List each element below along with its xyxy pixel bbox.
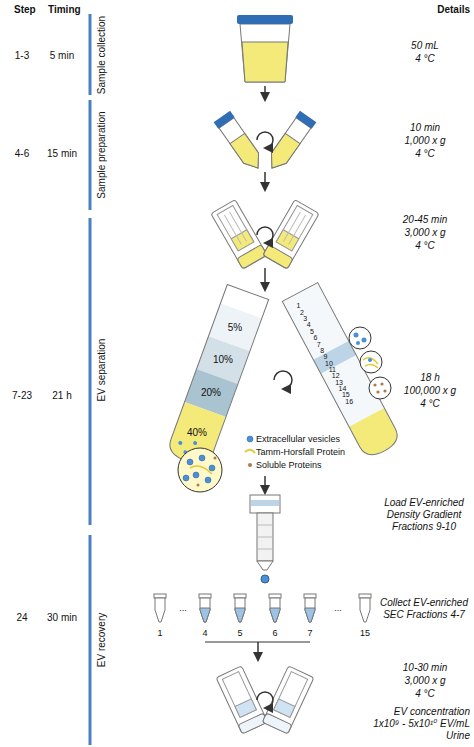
fraction-number: 6 — [313, 332, 317, 344]
detail-text: 4 °C — [415, 688, 435, 700]
detail-text: 1,000 x g — [404, 135, 445, 147]
gradient-label: 10% — [213, 354, 233, 366]
tube-number: 15 — [360, 627, 370, 639]
step-number: 1-3 — [15, 50, 29, 62]
concentration-value: 1x10⁹ - 5x10¹⁰ EV/mL Urine — [360, 718, 470, 742]
ellipsis: ... — [334, 602, 342, 614]
fraction-number: 4 — [307, 319, 311, 331]
phase-label: Sample preparation — [96, 111, 108, 198]
detail-text: 10 min — [410, 122, 440, 134]
detail-text: 50 mL — [411, 40, 439, 52]
step-number: 4-6 — [15, 148, 29, 160]
gradient-label: 40% — [187, 427, 207, 439]
legend-text: Soluble Proteins — [256, 459, 322, 471]
detail-text: 4 °C — [415, 53, 435, 65]
detail-text: 20-45 min — [403, 214, 447, 226]
fraction-number: 2 — [300, 307, 304, 319]
step-number: 7-23 — [12, 390, 32, 402]
timing-label: 30 min — [47, 612, 77, 624]
detail-text: 3,000 x g — [404, 227, 445, 239]
column-header: Step — [14, 4, 36, 16]
phase-label: Sample collection — [96, 16, 108, 94]
detail-text: 10-30 min — [403, 662, 447, 674]
timing-label: 21 h — [52, 390, 71, 402]
detail-text: 4 °C — [420, 398, 440, 410]
fraction-number: 1 — [297, 300, 301, 312]
fraction-number: 3 — [303, 313, 307, 325]
detail-text: Collect EV-enriched SEC Fractions 4-7 — [376, 597, 472, 621]
detail-text: 100,000 x g — [404, 385, 456, 397]
fraction-number: 16 — [345, 396, 353, 408]
tube-number: 4 — [202, 627, 207, 639]
detail-text: 3,000 x g — [404, 675, 445, 687]
fraction-number: 7 — [317, 339, 321, 351]
gradient-label: 20% — [201, 387, 221, 399]
tube-number: 6 — [272, 627, 277, 639]
legend-text: Extracellular vesicles — [256, 433, 340, 445]
detail-text: 18 h — [420, 372, 439, 384]
phase-label: EV recovery — [96, 613, 108, 667]
detail-text: Load EV-enriched Density Gradient Fracti… — [376, 497, 472, 533]
tube-number: 1 — [157, 627, 162, 639]
gradient-label: 5% — [228, 322, 242, 334]
tube-number: 7 — [307, 627, 312, 639]
fraction-number: 5 — [310, 326, 314, 338]
detail-text: 4 °C — [415, 240, 435, 252]
detail-text: 4 °C — [415, 148, 435, 160]
timing-label: 5 min — [50, 50, 74, 62]
column-header: Details — [437, 4, 470, 16]
timing-label: 15 min — [47, 148, 77, 160]
column-header: Timing — [48, 4, 81, 16]
tube-number: 5 — [237, 627, 242, 639]
fraction-number: 8 — [320, 345, 324, 357]
phase-label: EV separation — [96, 339, 108, 402]
legend-text: Tamm-Horsfall Protein — [256, 446, 345, 458]
detail-text: EV concentration — [394, 706, 470, 718]
ellipsis: ... — [179, 602, 187, 614]
step-number: 24 — [16, 612, 27, 624]
